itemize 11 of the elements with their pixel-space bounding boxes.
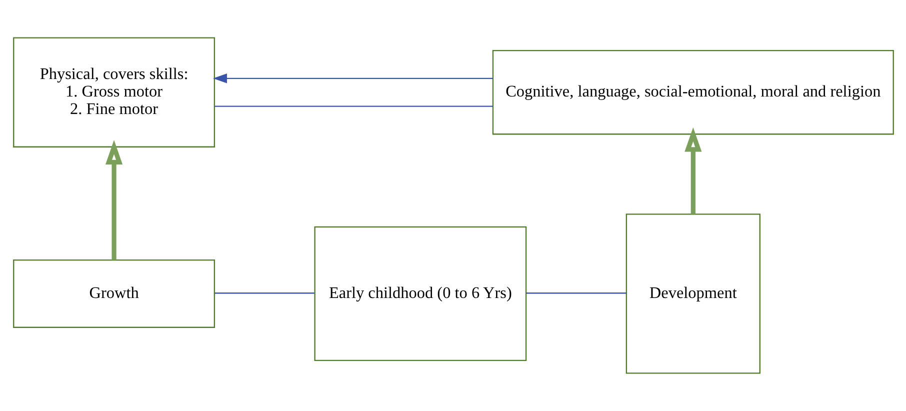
- arrow: [104, 140, 122, 260]
- connector: [214, 106, 492, 107]
- arrow: [684, 127, 702, 214]
- node-box: Development: [625, 214, 760, 374]
- node-box: Cognitive, language, social-emotional, moral and religion: [492, 50, 894, 135]
- node-box: Early childhood (0 to 6 Yrs): [314, 226, 526, 362]
- node-box: Growth: [12, 259, 214, 328]
- node-box: Physical, covers skills: 1. Gross motor 2. Fine motor: [12, 37, 214, 148]
- connector: [214, 292, 314, 294]
- connector: [526, 292, 626, 294]
- arrow: [212, 74, 492, 84]
